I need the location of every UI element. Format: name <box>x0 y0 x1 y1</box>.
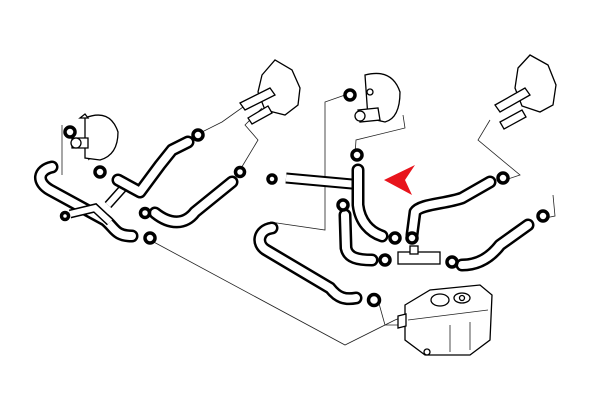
hose-left-long <box>34 160 139 243</box>
clamp <box>343 88 357 102</box>
clamp <box>266 173 278 185</box>
clamp <box>388 231 402 245</box>
clamp <box>336 198 350 212</box>
highlight-arrow-icon <box>384 165 415 195</box>
top-left-pump <box>239 59 301 125</box>
clamp <box>405 231 419 245</box>
right-pump <box>494 54 557 130</box>
left-flange-housing <box>70 113 119 161</box>
hose-left-upper <box>111 135 195 199</box>
clamp <box>138 206 152 220</box>
clamp <box>445 255 459 269</box>
hose-left-lower <box>148 175 239 229</box>
t-hose-vertical <box>351 163 389 243</box>
clamp <box>191 128 205 142</box>
clamp <box>63 125 77 139</box>
clamp <box>378 253 392 267</box>
clamp <box>59 210 71 222</box>
clamp <box>233 165 247 179</box>
hose-clamps <box>59 88 550 308</box>
clamp <box>366 292 382 308</box>
expansion-tank <box>397 284 493 356</box>
hose-right-upper <box>405 175 497 242</box>
t-hose-horizontal <box>285 172 353 190</box>
small-pipe-left <box>68 203 114 226</box>
clamp <box>496 171 510 185</box>
hose-lower-long <box>253 221 363 306</box>
center-pump <box>354 72 401 123</box>
hose-right-lower <box>455 218 535 272</box>
clamp <box>143 231 157 245</box>
clamp <box>350 148 364 162</box>
tee-fitting <box>397 245 441 265</box>
clamp <box>93 165 107 179</box>
hose-center-small <box>338 208 379 267</box>
clamp <box>536 209 550 223</box>
